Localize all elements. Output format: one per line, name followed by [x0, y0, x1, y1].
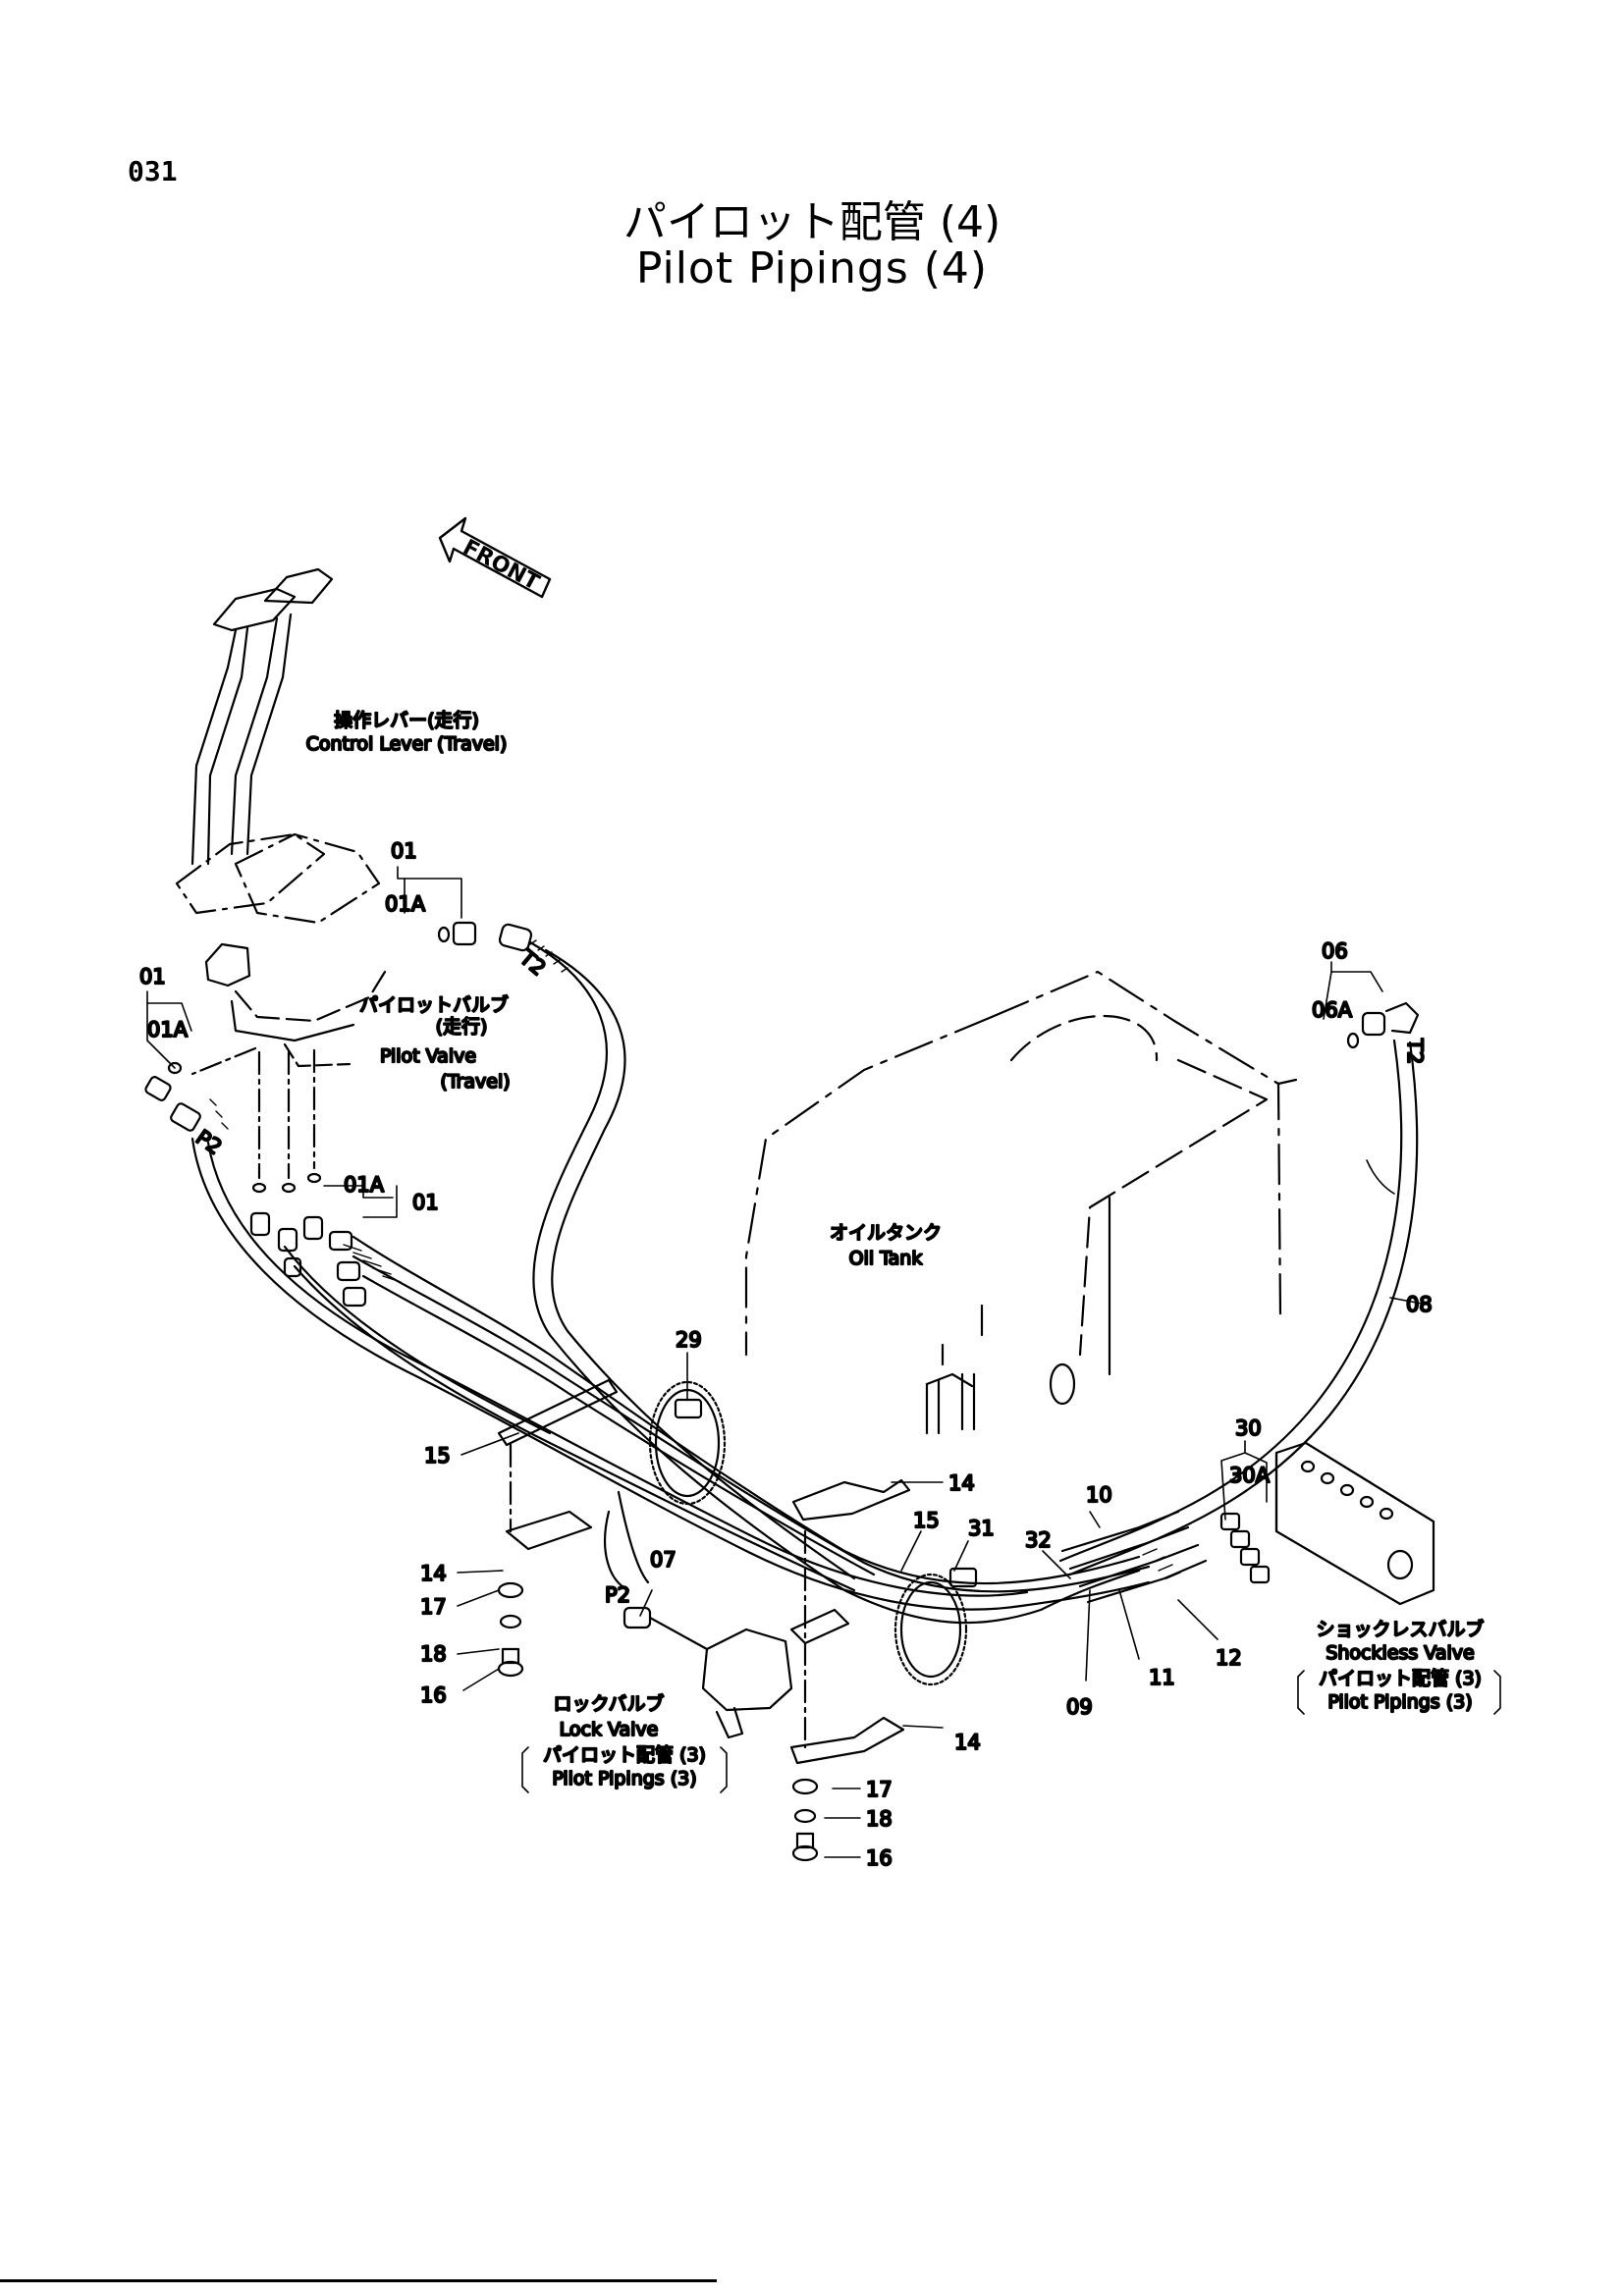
callout-07: 07	[650, 1548, 677, 1572]
control-lever-label-jp: 操作レバー(走行)	[334, 710, 479, 731]
callout-14-left: 14	[420, 1562, 447, 1585]
callout-15-right: 15	[913, 1509, 940, 1532]
callout-16-left: 16	[420, 1683, 447, 1707]
callout-01a-top: 01A	[385, 892, 426, 916]
callout-18-right: 18	[866, 1807, 893, 1831]
leader-lines	[146, 866, 1423, 1858]
callout-15-left: 15	[424, 1444, 451, 1468]
clamps-and-brackets	[497, 1378, 978, 1862]
page-title-english: Pilot Pipings (4)	[635, 243, 989, 294]
control-lever-drawing	[175, 567, 387, 1068]
shockless-valve-label-jp: ショックレスバルブ	[1316, 1618, 1484, 1640]
callout-06: 06	[1322, 939, 1348, 963]
lock-valve-ref-jp: パイロット配管 (3)	[543, 1744, 706, 1766]
callout-09: 09	[1066, 1695, 1093, 1719]
oil-tank-label-en: Oil Tank	[849, 1248, 923, 1269]
lock-valve-drawing	[623, 1606, 793, 1739]
callout-16-right: 16	[866, 1846, 893, 1870]
shockless-valve-drawing	[1219, 1441, 1435, 1606]
callout-01a-left: 01A	[147, 1018, 189, 1041]
callout-32: 32	[1025, 1528, 1052, 1552]
lock-valve-label-en: Lock Valve	[560, 1719, 659, 1740]
control-lever-label-en: Control Lever (Travel)	[306, 733, 508, 755]
page-title-japanese: パイロット配管 (4)	[623, 197, 1001, 247]
callout-31: 31	[968, 1517, 995, 1540]
callout-12: 12	[1216, 1646, 1242, 1670]
hose-braid-hatching	[209, 939, 1181, 1579]
callout-17-left: 17	[420, 1595, 447, 1619]
oil-tank-label-jp: オイルタンク	[830, 1222, 942, 1244]
port-p2-label-left: P2	[191, 1125, 226, 1159]
pilot-valve-label-jp-sub: (走行)	[436, 1016, 488, 1038]
lock-valve-label-jp: ロックバルブ	[553, 1692, 664, 1715]
shockless-valve-ref-en: Pilot Pipings (3)	[1327, 1691, 1472, 1713]
callout-08: 08	[1406, 1293, 1433, 1316]
callout-numbers: 01 01A 01 01A 01A 01 06 06A 07 08 09 10 …	[138, 838, 1434, 1871]
pilot-valve-fittings	[144, 921, 1420, 1308]
shockless-valve-ref-jp: パイロット配管 (3)	[1319, 1668, 1482, 1689]
callout-30a: 30A	[1229, 1464, 1271, 1487]
pilot-valve-label-jp: パイロットバルブ	[359, 993, 509, 1016]
callout-11: 11	[1149, 1666, 1175, 1689]
callout-17-right: 17	[866, 1778, 893, 1801]
port-p2-label-lock: P2	[605, 1583, 630, 1607]
front-arrow-label: FRONT	[459, 535, 543, 596]
page-number: 031	[128, 155, 178, 187]
callout-06a: 06A	[1312, 998, 1353, 1022]
pilot-hose-bundle	[190, 940, 1419, 1625]
callout-01a-mid: 01A	[344, 1173, 385, 1197]
pilot-valve-label-en: Pilot Valve	[380, 1045, 476, 1067]
port-t2-label-right: T2	[1403, 1038, 1427, 1064]
callout-29: 29	[676, 1328, 702, 1352]
shockless-valve-label-en: Shockless Valve	[1326, 1642, 1474, 1664]
callout-18-left: 18	[420, 1642, 447, 1666]
pilot-valve-label-en-sub: (Travel)	[440, 1071, 510, 1093]
callout-30: 30	[1235, 1416, 1262, 1440]
pilot-valve-centerlines	[190, 1046, 316, 1180]
front-arrow: FRONT	[438, 516, 552, 599]
bottom-rule	[0, 2279, 717, 2282]
callout-10: 10	[1086, 1483, 1112, 1507]
oil-tank-drawing	[744, 970, 1298, 1435]
callout-01-mid: 01	[412, 1191, 439, 1214]
callout-01-top: 01	[391, 839, 417, 863]
callout-14-lower: 14	[954, 1731, 981, 1754]
callout-01-left: 01	[139, 965, 166, 988]
lock-valve-ref-en: Pilot Pipings (3)	[552, 1768, 696, 1789]
callout-14-upper: 14	[948, 1471, 975, 1495]
